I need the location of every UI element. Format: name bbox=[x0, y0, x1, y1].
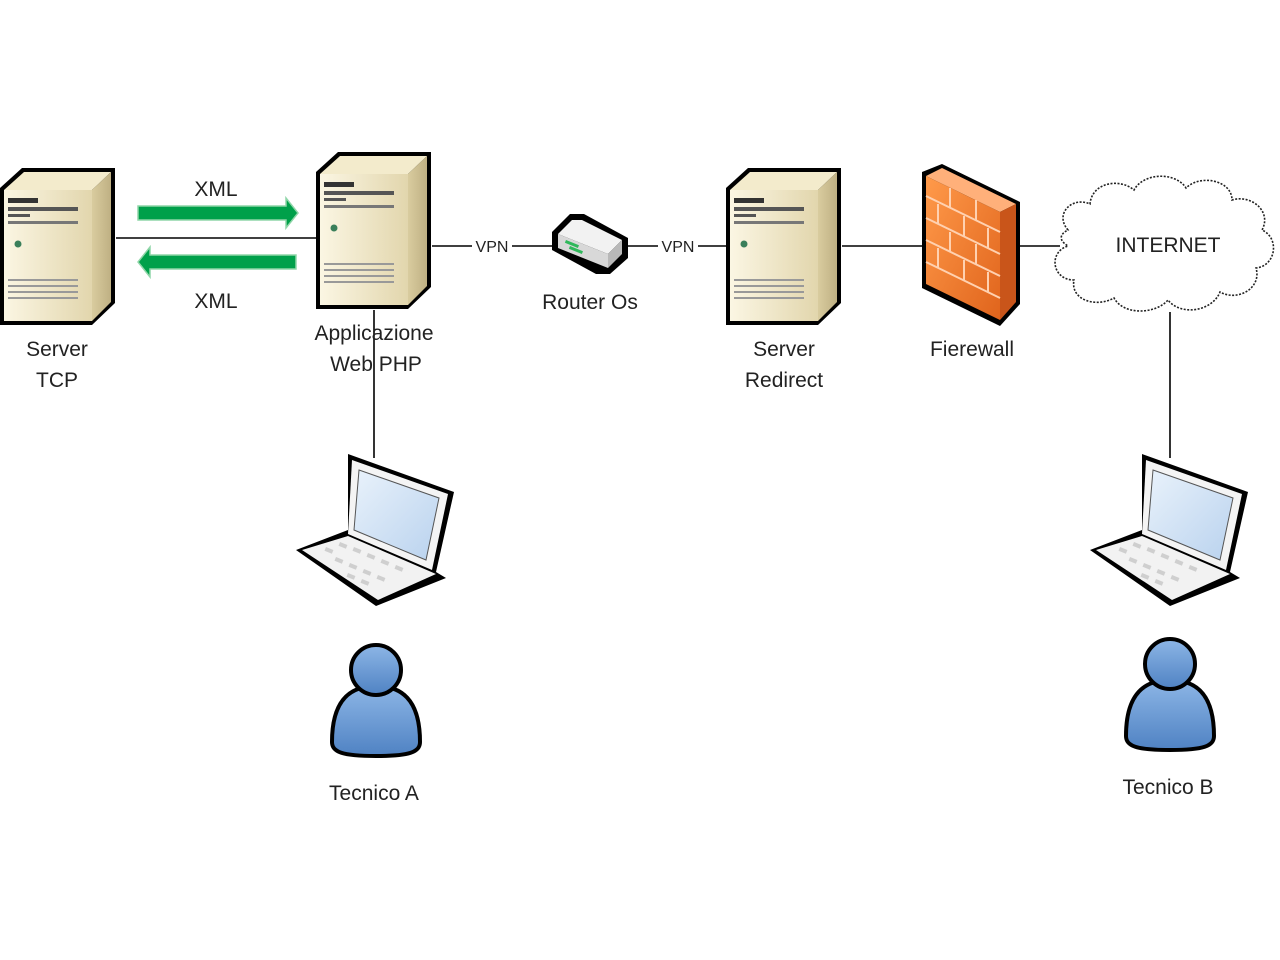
xml-label-top: XML bbox=[194, 178, 237, 201]
server-tcp-label-2: TCP bbox=[36, 369, 78, 392]
firewall-label: Fierewall bbox=[930, 338, 1014, 361]
webapp-label-1: Applicazione bbox=[314, 322, 433, 345]
server-tcp-label-1: Server bbox=[26, 338, 88, 361]
internet-label: INTERNET bbox=[1116, 234, 1221, 257]
router-node: Router Os bbox=[542, 214, 638, 314]
router-label: Router Os bbox=[542, 291, 638, 314]
server-icon bbox=[0, 167, 116, 326]
internet-node: INTERNET bbox=[1054, 175, 1275, 312]
cloud-icon bbox=[1054, 175, 1275, 312]
tecnico-b-label: Tecnico B bbox=[1122, 776, 1213, 799]
user-icon bbox=[330, 643, 422, 758]
webapp-node: Applicazione Web PHP bbox=[314, 151, 434, 376]
router-icon bbox=[552, 214, 628, 274]
tecnico-a-node: Tecnico A bbox=[329, 643, 422, 805]
webapp-label-2: Web PHP bbox=[330, 353, 422, 376]
tecnico-b-node: Tecnico B bbox=[1122, 637, 1216, 799]
vpn-label-left: VPN bbox=[476, 239, 509, 256]
xml-arrow-left bbox=[137, 244, 297, 280]
server-redirect-node: Server Redirect bbox=[725, 167, 842, 392]
xml-arrow-right bbox=[137, 195, 299, 231]
vpn-label-right: VPN bbox=[662, 239, 695, 256]
server-redirect-label-2: Redirect bbox=[745, 369, 823, 392]
firewall-icon bbox=[922, 164, 1020, 326]
server-icon bbox=[725, 167, 842, 326]
firewall-node: Fierewall bbox=[922, 164, 1020, 361]
xml-label-bottom: XML bbox=[194, 290, 237, 313]
server-tcp-node: Server TCP bbox=[0, 167, 116, 392]
laptop-a-icon bbox=[295, 453, 455, 607]
server-redirect-label-1: Server bbox=[753, 338, 815, 361]
tecnico-a-label: Tecnico A bbox=[329, 782, 419, 805]
laptop-b-icon bbox=[1089, 453, 1249, 607]
server-icon bbox=[315, 151, 432, 310]
user-icon bbox=[1124, 637, 1216, 752]
